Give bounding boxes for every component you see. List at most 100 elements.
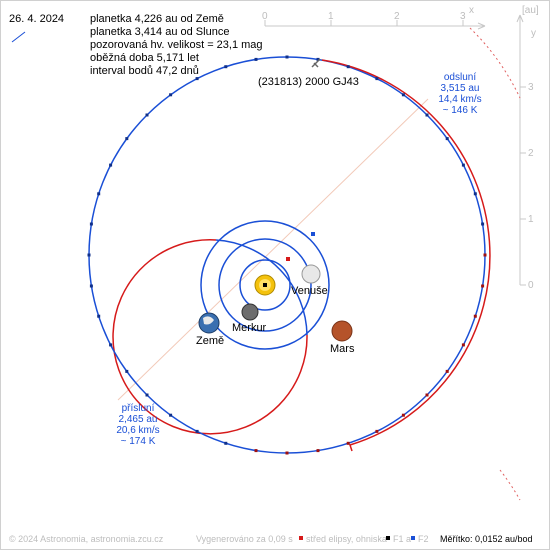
asteroid-position-dot xyxy=(375,429,379,433)
asteroid-name-label: (231813) 2000 GJ43 xyxy=(258,76,359,88)
asteroid-position-dot xyxy=(483,253,487,257)
legend-f2-marker xyxy=(411,536,415,540)
y-tick-0: 0 xyxy=(528,280,534,291)
legend-f1-marker xyxy=(386,536,390,540)
asteroid-orbit-projection-top xyxy=(469,27,521,99)
asteroid-position-dot xyxy=(401,413,405,417)
asteroid-position-dot xyxy=(254,449,258,453)
asteroid-position-dot xyxy=(401,93,405,97)
x-axis-label: x xyxy=(469,5,474,16)
asteroid-position-dot xyxy=(445,137,449,141)
mars xyxy=(331,320,353,342)
asteroid-position-dot xyxy=(461,163,465,167)
earth-clouds xyxy=(203,316,214,325)
info-distance-sun: planetka 3,414 au od Slunce xyxy=(90,26,230,38)
asteroid-position-dot xyxy=(346,441,350,445)
info-period: oběžná doba 5,171 let xyxy=(90,52,199,64)
x-tick-1: 1 xyxy=(328,11,334,22)
asteroid-position-dot xyxy=(145,113,149,117)
asteroid-position-dot xyxy=(461,343,465,347)
info-distance-earth: planetka 4,226 au od Země xyxy=(90,13,224,25)
x-tick-0: 0 xyxy=(262,11,268,22)
perihelion-distance: 2,465 au xyxy=(118,414,158,425)
aphelion-speed: 14,4 km/s xyxy=(438,94,482,105)
asteroid-position-dot xyxy=(145,393,149,397)
asteroid-position-dot xyxy=(425,113,429,117)
earth-label: Země xyxy=(196,335,225,347)
asteroid-position-dot xyxy=(473,192,477,196)
venus-orbit xyxy=(218,238,312,332)
asteroid-position-dot xyxy=(125,369,129,373)
y-axis xyxy=(516,14,526,286)
apsidal-line xyxy=(117,98,429,401)
info-magnitude: pozorovaná hv. velikost = 23,1 mag xyxy=(90,39,263,51)
asteroid-position-dot xyxy=(224,65,228,69)
asteroid-position-dot xyxy=(375,77,379,81)
y-axis-label: y xyxy=(531,28,536,39)
footer-legend-center: střed elipsy, ohniska xyxy=(306,534,387,544)
asteroid-position-dot xyxy=(316,57,320,61)
asteroid-orbit-red xyxy=(321,59,491,452)
asteroid-position-dot xyxy=(254,57,258,61)
y-tick-2: 2 xyxy=(528,148,534,159)
asteroid-position-dot xyxy=(125,137,129,141)
asteroid-position-dot xyxy=(481,222,485,226)
asteroid-orbit-projection-bottom xyxy=(499,469,521,501)
ellipse-center-marker xyxy=(286,257,290,261)
x-tick-2: 2 xyxy=(394,11,400,22)
asteroid-position-dot xyxy=(445,369,449,373)
asteroid-position-dot xyxy=(97,314,101,318)
asteroid-position-dot xyxy=(473,314,477,318)
aphelion-distance: 3,515 au xyxy=(440,83,480,94)
info-interval: interval bodů 47,2 dnů xyxy=(90,65,199,77)
asteroid-position-dots xyxy=(87,55,487,455)
footer-generated: Vygenerováno za 0,09 s xyxy=(196,534,293,544)
asteroid-position-dot xyxy=(89,222,93,226)
x-axis xyxy=(264,20,486,30)
perihelion-title: přísluní xyxy=(121,403,155,414)
asteroid-position-dot xyxy=(285,55,289,59)
aphelion-temperature: ~ 146 K xyxy=(442,105,478,116)
asteroid-position-dot xyxy=(109,163,113,167)
asteroid-position-dot xyxy=(109,343,113,347)
y-tick-3: 3 xyxy=(528,82,534,93)
venus xyxy=(301,264,321,284)
asteroid-position-dot xyxy=(169,93,173,97)
perihelion-temperature: ~ 174 K xyxy=(120,436,156,447)
planet-orbits xyxy=(112,220,330,435)
asteroid-marker xyxy=(311,58,321,68)
asteroid-position-dot xyxy=(169,413,173,417)
asteroid-position-dot xyxy=(195,429,199,433)
asteroid-position-dot xyxy=(195,77,199,81)
x-tick-3: 3 xyxy=(460,11,466,22)
earth-orbit xyxy=(200,220,330,350)
asteroid-position-dot xyxy=(316,449,320,453)
asteroid-position-dot xyxy=(89,284,93,288)
footer-legend-f2: F2 xyxy=(418,534,429,544)
mars-orbit-red xyxy=(112,239,308,435)
asteroid-position-dot xyxy=(481,284,485,288)
axis-unit: [au] xyxy=(522,5,539,16)
mercury-orbit xyxy=(239,259,291,311)
date-label: 26. 4. 2024 xyxy=(9,13,65,25)
asteroid-position-dot xyxy=(425,393,429,397)
aphelion-title: odsluní xyxy=(443,72,477,83)
mars-orbit-blue xyxy=(215,239,308,336)
footer-scale: Měřítko: 0,0152 au/bod xyxy=(440,534,533,544)
asteroid-position-dot xyxy=(224,441,228,445)
asteroid-position-dot xyxy=(97,192,101,196)
footer-legend-f1: F1 a xyxy=(393,534,412,544)
mercury-label: Merkur xyxy=(232,322,267,334)
asteroid-position-dot xyxy=(346,65,350,69)
mars-label: Mars xyxy=(330,343,355,355)
mercury xyxy=(241,303,259,321)
footer-copyright: © 2024 Astronomia, astronomia.zcu.cz xyxy=(9,534,164,544)
legend-center-marker xyxy=(299,536,303,540)
sun xyxy=(254,274,276,296)
asteroid-position-dot xyxy=(285,451,289,455)
perihelion-speed: 20,6 km/s xyxy=(116,425,160,436)
y-tick-1: 1 xyxy=(528,214,534,225)
venus-label: Venuše xyxy=(291,285,328,297)
focus-f2-marker xyxy=(311,232,315,236)
